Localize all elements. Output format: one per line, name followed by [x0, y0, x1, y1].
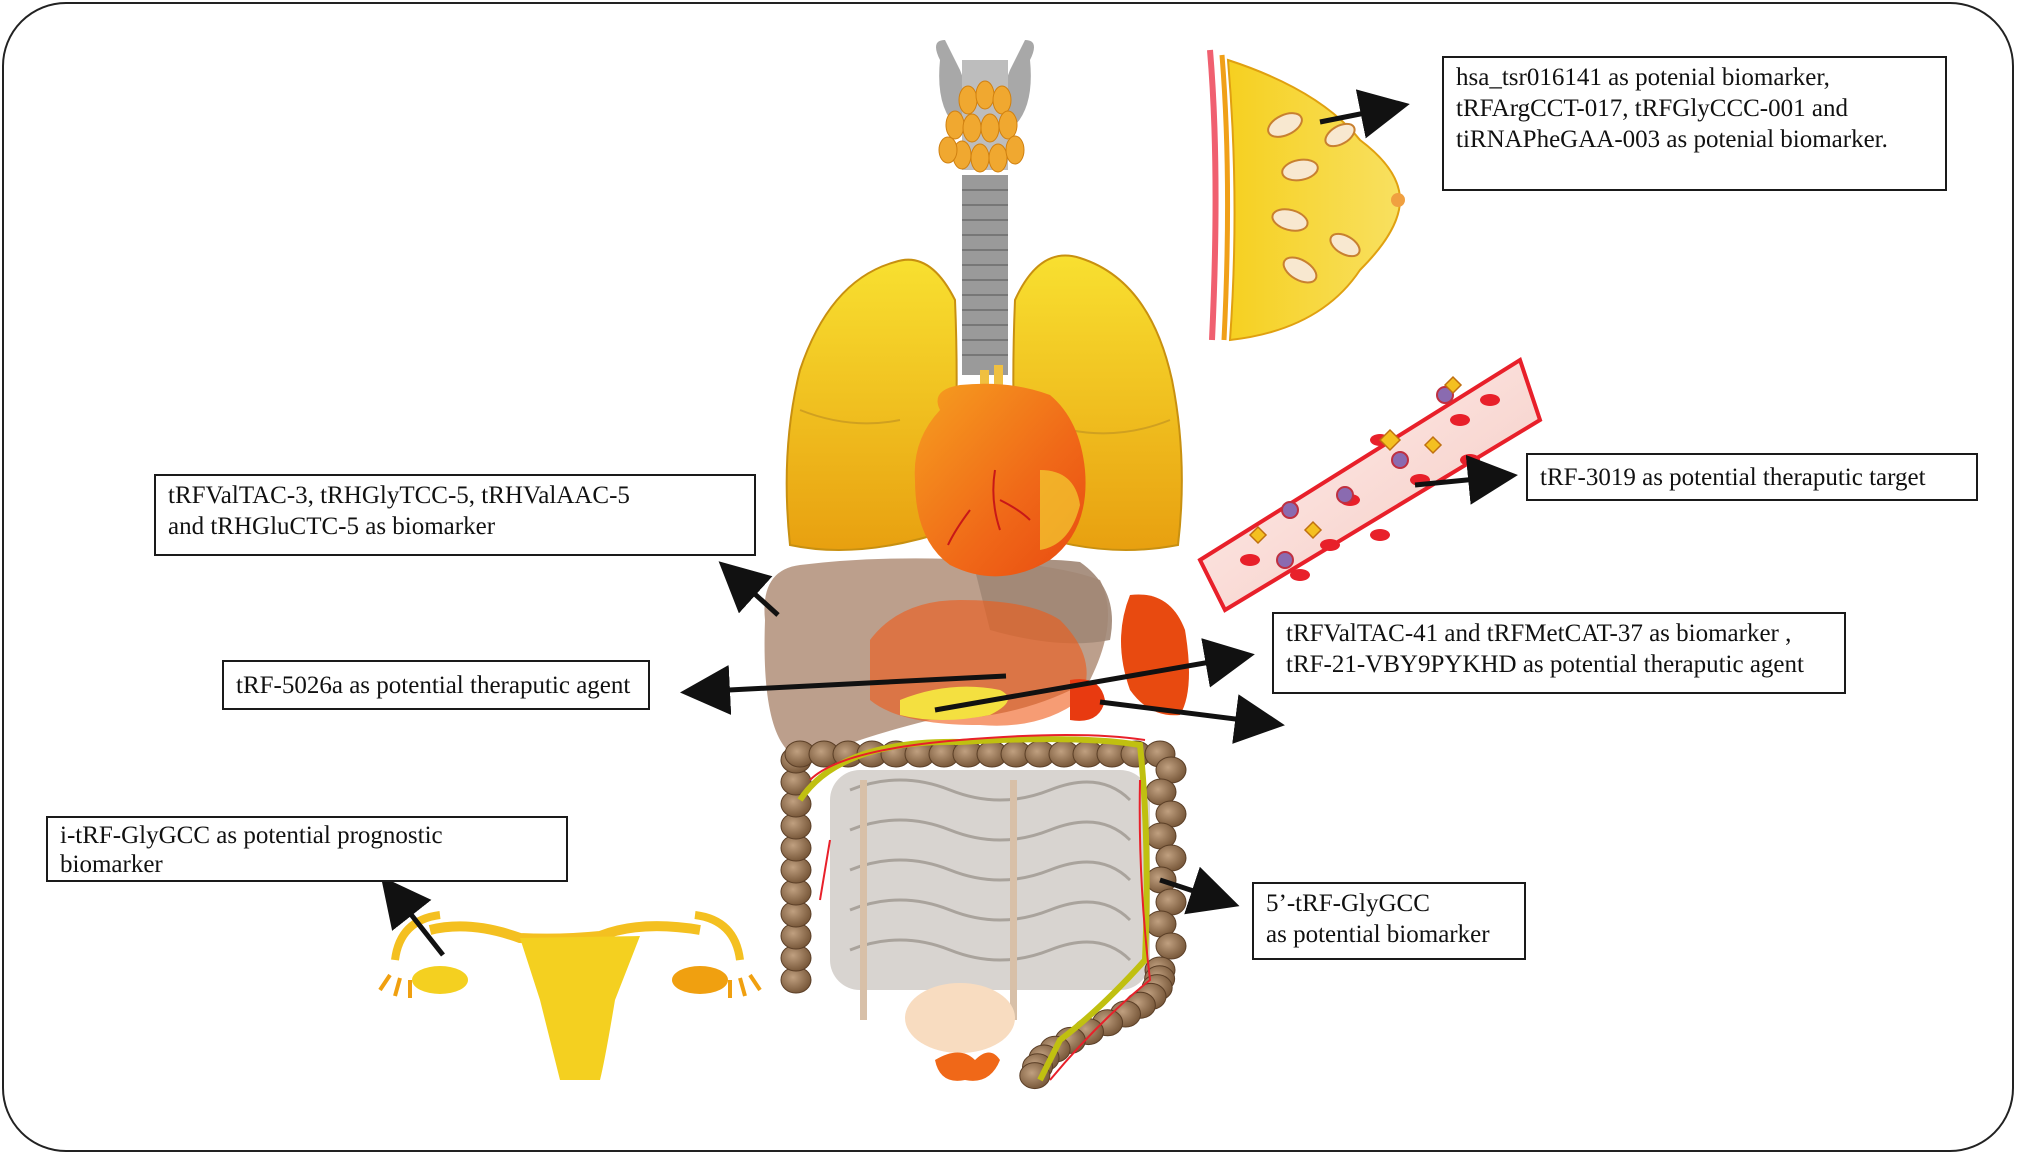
- label-blood-target: tRF-3019 as potential theraputic target: [1526, 453, 1978, 501]
- uterus-icon: [378, 911, 762, 1080]
- label-stomach-agent: tRF-5026a as potential theraputic agent: [222, 660, 650, 710]
- label-line: biomarker: [60, 851, 163, 878]
- label-line: i-tRF-GlyGCC as potential prognostic: [60, 822, 443, 849]
- label-line: and tRHGluCTC-5 as biomarker: [168, 513, 496, 540]
- label-line: tRFValTAC-3, tRHGlyTCC-5, tRHValAAC-5: [168, 482, 630, 509]
- arrow-pancreas-down: [1099, 694, 1285, 744]
- label-line: tRFValTAC-41 and tRFMetCAT-37 as biomark…: [1286, 620, 1792, 647]
- arrow-blood: [1414, 454, 1518, 505]
- arrow-stomach: [680, 665, 1007, 715]
- heart-icon: [914, 365, 1086, 577]
- label-line: as potential biomarker: [1266, 921, 1490, 948]
- annotation-arrows: [380, 89, 1518, 957]
- spleen-icon: [1121, 594, 1189, 716]
- label-line: tRFArgCCT-017, tRFGlyCCC-001 and: [1456, 95, 1848, 122]
- arrow-colon: [1159, 866, 1240, 915]
- kidney-icon: [1070, 679, 1105, 721]
- label-line: tRF-5026a as potential theraputic agent: [236, 672, 631, 699]
- arrow-ovary: [380, 876, 445, 957]
- breast-icon: [1207, 49, 1405, 342]
- arrow-pancreas-up: [934, 638, 1255, 713]
- label-liver-biomarkers: tRFValTAC-3, tRHGlyTCC-5, tRHValAAC-5 an…: [154, 474, 756, 556]
- arrow-liver: [718, 561, 780, 617]
- colon-icon: [780, 734, 1187, 1090]
- blood-vessel-icon: [1197, 356, 1543, 613]
- label-line: tRF-3019 as potential theraputic target: [1540, 464, 1926, 491]
- label-colon-biomarker: 5’-tRF-GlyGCC as potential biomarker: [1252, 882, 1526, 960]
- label-ovary-prognostic: i-tRF-GlyGCC as potential prognostic bio…: [46, 816, 568, 882]
- small-intestine-icon: [830, 770, 1150, 1081]
- arrow-breast: [1319, 89, 1410, 139]
- stomach-icon: [870, 600, 1087, 726]
- label-pancreas-biomarkers: tRFValTAC-41 and tRFMetCAT-37 as biomark…: [1272, 612, 1846, 694]
- thyroid-trachea-icon: [936, 40, 1034, 375]
- label-line: tiRNAPheGAA-003 as potenial biomarker.: [1456, 126, 1888, 153]
- colon-segment: [1155, 932, 1187, 960]
- label-line: tRF-21-VBY9PYKHD as potential theraputic…: [1286, 651, 1804, 678]
- label-line: hsa_tsr016141 as potenial biomarker,: [1456, 64, 1830, 91]
- label-line: 5’-tRF-GlyGCC: [1266, 890, 1430, 917]
- label-breast-biomarkers: hsa_tsr016141 as potenial biomarker, tRF…: [1442, 56, 1947, 191]
